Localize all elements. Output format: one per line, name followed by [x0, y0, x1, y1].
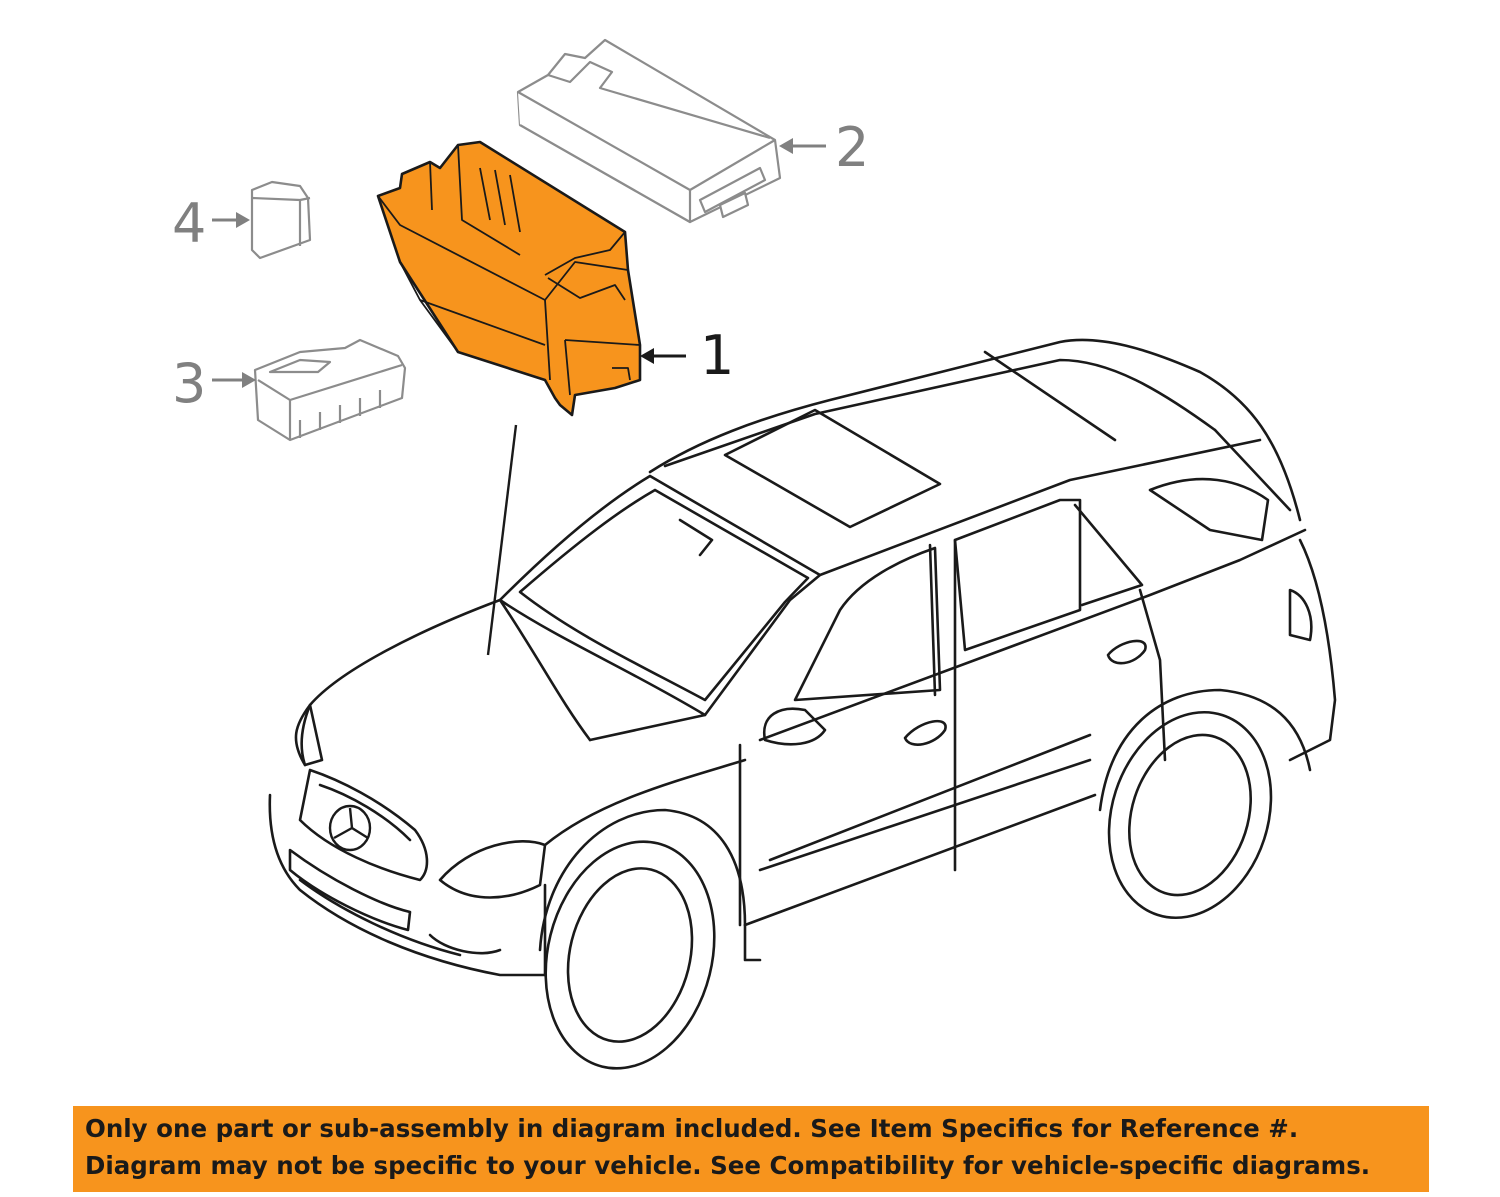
callout-3: 3	[172, 352, 256, 415]
callout-number-2: 2	[835, 116, 869, 179]
disclaimer-line-2: Diagram may not be specific to your vehi…	[85, 1151, 1371, 1180]
callout-number-4: 4	[172, 192, 206, 255]
callout-4: 4	[172, 192, 250, 255]
disclaimer-line-1: Only one part or sub-assembly in diagram…	[85, 1114, 1299, 1143]
vehicle-outline	[268, 338, 1337, 1070]
leader-line	[486, 424, 518, 656]
callout-2: 2	[779, 116, 869, 179]
top-cover-part	[516, 38, 782, 224]
small-relay-part	[250, 180, 312, 260]
callout-number-1: 1	[700, 324, 734, 387]
callout-1: 1	[640, 324, 734, 387]
highlighted-part	[376, 140, 642, 417]
relay-block-part	[253, 338, 407, 442]
disclaimer-banner: Only one part or sub-assembly in diagram…	[73, 1106, 1429, 1192]
emblem-icon	[328, 804, 372, 852]
callout-number-3: 3	[172, 352, 206, 415]
